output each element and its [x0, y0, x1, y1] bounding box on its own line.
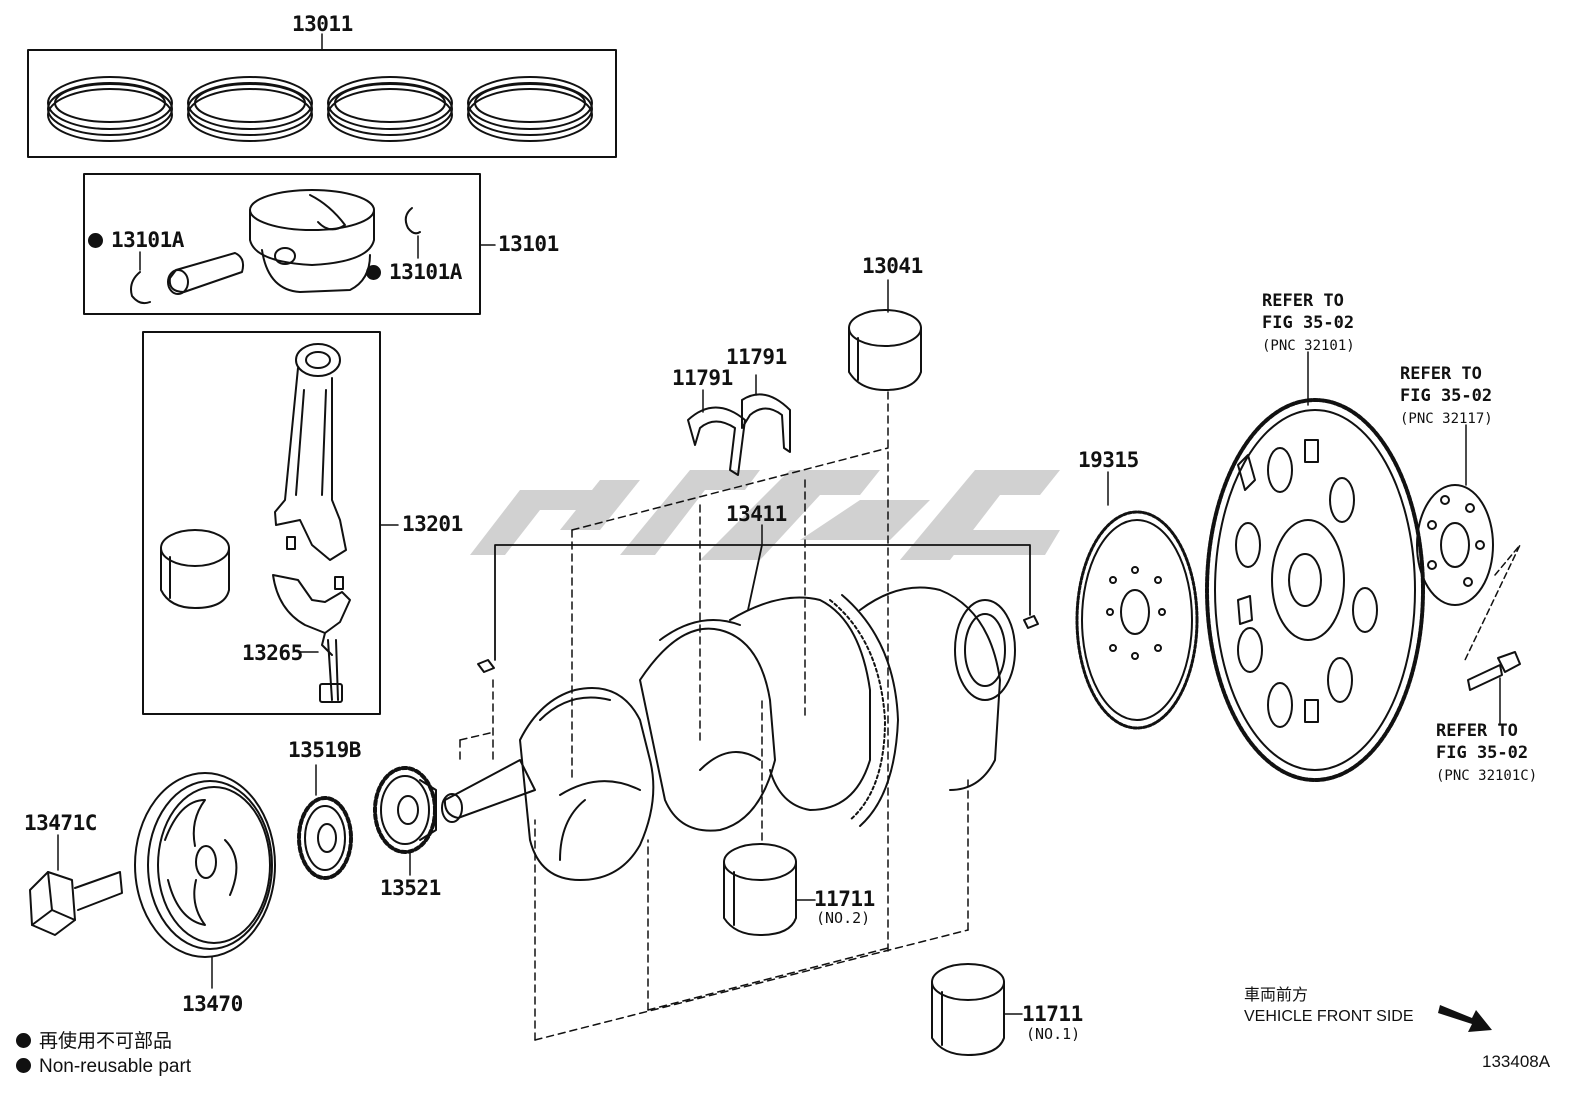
snap-ring-left-icon [130, 271, 151, 305]
label-13411[interactable]: 13411 [726, 502, 787, 526]
crankshaft-pulley-icon [134, 772, 276, 958]
drive-plate-icon [1205, 398, 1425, 782]
crankshaft-bracket [494, 524, 1031, 661]
thrust-washer-left-icon [687, 406, 746, 476]
label-13471c[interactable]: 13471C [24, 811, 97, 835]
label-13101a-right[interactable]: 13101A [366, 262, 462, 283]
label-11791-left[interactable]: 11791 [672, 366, 733, 390]
thrust-washer-right-icon [741, 393, 791, 453]
piston-icon [249, 189, 375, 293]
piston-box [83, 173, 481, 315]
timing-gear-lower-icon [373, 766, 437, 854]
reference-pnc-32101[interactable]: REFER TO FIG 35-02 (PNC 32101) [1262, 291, 1355, 354]
vehicle-front-en: VEHICLE FRONT SIDE [1244, 1008, 1414, 1025]
timing-gear-upper-icon [297, 796, 353, 880]
reference-pnc-32117[interactable]: REFER TO FIG 35-02 (PNC 32117) [1400, 364, 1493, 427]
label-13519b[interactable]: 13519B [288, 738, 361, 762]
front-arrow-icon [1438, 1005, 1492, 1032]
bearing-13041-icon [848, 309, 922, 391]
piston-ring-icons [47, 76, 593, 142]
non-reusable-dot-icon [366, 265, 381, 280]
reference-pnc-32101c[interactable]: REFER TO FIG 35-02 (PNC 32101C) [1436, 721, 1538, 784]
label-13521[interactable]: 13521 [380, 876, 441, 900]
label-13470[interactable]: 13470 [182, 992, 243, 1016]
signal-plate-icon [1075, 510, 1199, 730]
spacer-plate-icon [1416, 484, 1494, 606]
snap-ring-right-icon [404, 207, 421, 235]
crankshaft-icon [441, 586, 1016, 881]
vehicle-front-jp: 車両前方 [1244, 987, 1309, 1004]
label-13041[interactable]: 13041 [862, 254, 923, 278]
label-13011[interactable]: 13011 [292, 12, 353, 36]
main-bearing-no2-icon [723, 843, 797, 936]
figure-id: 133408A [1482, 1052, 1551, 1071]
legend-dot-icon [16, 1033, 31, 1048]
connecting-rod-icon [272, 343, 351, 703]
drive-plate-bolt-icon [1467, 651, 1521, 691]
label-11711-no2-note: (NO.2) [816, 909, 871, 927]
connecting-rod-box [142, 331, 381, 715]
watermark-logo [470, 470, 1060, 560]
piston-pin-icon [167, 252, 245, 295]
label-11711-no1-note: (NO.1) [1026, 1025, 1081, 1043]
label-13265[interactable]: 13265 [242, 641, 303, 665]
legend-dot-icon [16, 1058, 31, 1073]
pulley-bolt-icon [29, 871, 123, 936]
non-reusable-dot-icon [88, 233, 103, 248]
label-13101[interactable]: 13101 [498, 232, 559, 256]
label-11791-right[interactable]: 11791 [726, 345, 787, 369]
label-13201[interactable]: 13201 [402, 512, 463, 536]
label-13101a-left[interactable]: 13101A [88, 230, 184, 251]
label-19315[interactable]: 19315 [1078, 448, 1139, 472]
main-bearing-no1-icon [931, 963, 1005, 1056]
label-11711-no1[interactable]: 11711 [1022, 1002, 1083, 1026]
legend-en: Non-reusable part [16, 1057, 191, 1076]
legend-jp: 再使用不可部品 [16, 1032, 172, 1051]
label-11711-no2[interactable]: 11711 [814, 887, 875, 911]
crankshaft-guide-lines [459, 447, 969, 1041]
rod-bearing-icon-in-box [160, 529, 230, 609]
